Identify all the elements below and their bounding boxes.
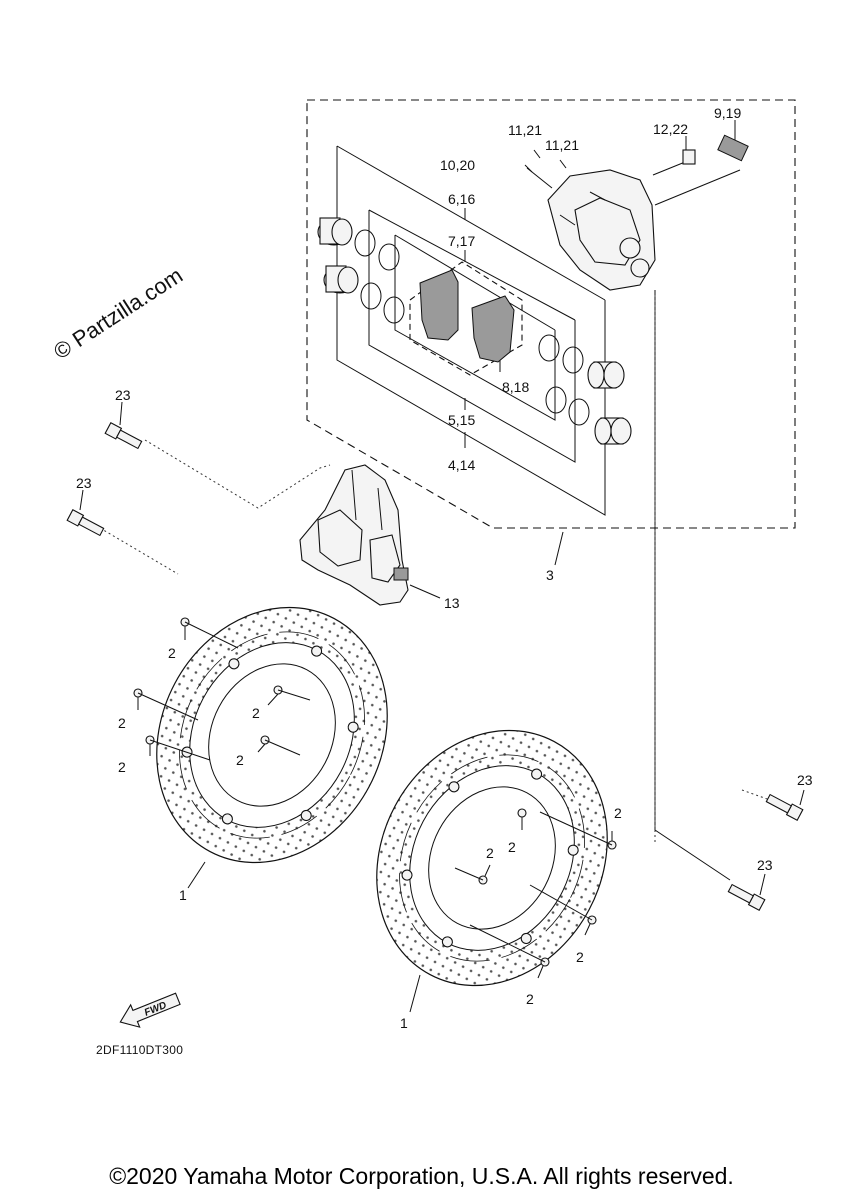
fwd-label: FWD — [143, 1000, 168, 1019]
piston — [610, 417, 632, 445]
dust-cap — [533, 149, 541, 159]
bolt-23-right — [765, 793, 804, 822]
callout-2-g: 2 — [508, 839, 516, 855]
callout-10-20: 10,20 — [440, 157, 475, 173]
callout-23-d: 23 — [757, 857, 773, 873]
caliper-upper — [524, 134, 749, 291]
diagram-code: 2DF1110DT300 — [96, 1043, 183, 1057]
watermark-text: © Partzilla.com — [49, 262, 187, 364]
copyright-notice: ©2020 Yamaha Motor Corporation, U.S.A. A… — [109, 1163, 734, 1189]
seal — [383, 296, 405, 324]
callout-11-21-a: 11,21 — [508, 122, 542, 138]
seal — [354, 229, 376, 257]
callouts: 11,21 11,21 10,20 12,22 9,19 6,16 7,17 8… — [76, 105, 813, 1031]
brake-disc-right — [376, 729, 608, 987]
seal — [538, 334, 560, 362]
callout-9-19: 9,19 — [714, 105, 741, 121]
bolt-23-left — [66, 508, 105, 537]
brake-pad — [471, 295, 515, 363]
callout-4-14: 4,14 — [448, 457, 475, 473]
seal — [568, 398, 590, 426]
callout-2-h: 2 — [486, 845, 494, 861]
pad-pin-clip — [682, 149, 696, 165]
callout-7-17: 7,17 — [448, 233, 475, 249]
callout-6-16: 6,16 — [448, 191, 475, 207]
callout-2-d: 2 — [252, 705, 260, 721]
callout-23-c: 23 — [797, 772, 813, 788]
brake-pad — [419, 269, 459, 341]
bolt-23-lower-right — [727, 883, 766, 912]
seal — [360, 282, 382, 310]
bolt-23-upper-left — [104, 421, 143, 450]
callout-2-i: 2 — [576, 949, 584, 965]
callout-23-b: 23 — [76, 475, 92, 491]
callout-2-b: 2 — [118, 715, 126, 731]
disc-bolts — [133, 617, 617, 979]
pad-group-boundary — [409, 261, 523, 376]
watermark: © Partzilla.com — [49, 262, 187, 364]
piston — [603, 361, 625, 389]
callout-2-a: 2 — [168, 645, 176, 661]
dust-cap — [559, 159, 567, 169]
pad-spring — [717, 134, 749, 162]
caliper-lower — [299, 464, 409, 606]
callout-leaders — [79, 120, 805, 1013]
seal — [378, 243, 400, 271]
callout-2-f: 2 — [614, 805, 622, 821]
seal — [562, 346, 584, 374]
callout-1-a: 1 — [179, 887, 187, 903]
brake-disc-left — [156, 606, 388, 864]
caliper-assembly-boundary — [306, 99, 796, 529]
callout-8-18: 8,18 — [502, 379, 529, 395]
pistons-left — [317, 217, 405, 324]
callout-2-c: 2 — [118, 759, 126, 775]
brake-pads — [419, 269, 515, 363]
callout-1-b: 1 — [400, 1015, 408, 1031]
callout-3: 3 — [546, 567, 554, 583]
callout-11-21-b: 11,21 — [545, 137, 579, 153]
callout-23-a: 23 — [115, 387, 131, 403]
callout-2-j: 2 — [526, 991, 534, 1007]
seal — [545, 386, 567, 414]
callout-5-15: 5,15 — [448, 412, 475, 428]
fwd-arrow: FWD — [119, 992, 181, 1028]
callout-2-e: 2 — [236, 752, 244, 768]
connector-lines — [99, 290, 771, 881]
callout-13: 13 — [444, 595, 460, 611]
callout-12-22: 12,22 — [653, 121, 688, 137]
pistons-right — [538, 334, 632, 445]
